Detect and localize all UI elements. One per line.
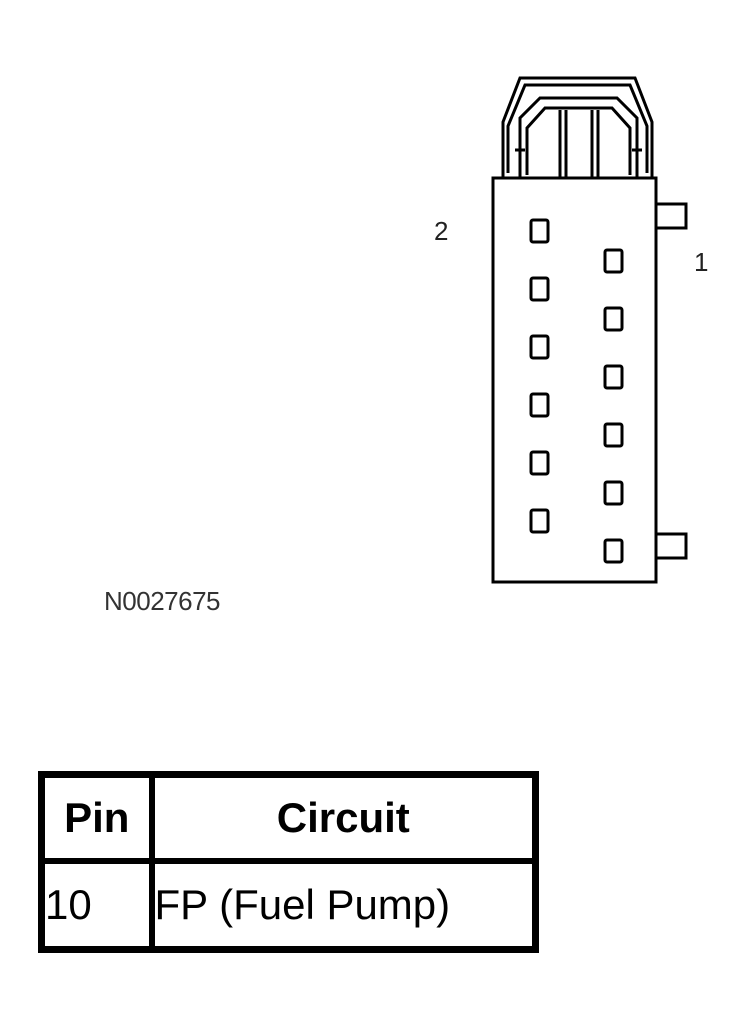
connector-diagram [491, 76, 688, 584]
connector-body [491, 176, 658, 584]
connector-latch [501, 76, 654, 177]
pin-circuit-table: Pin Circuit 10 FP (Fuel Pump) [38, 771, 539, 953]
table-row: 10 FP (Fuel Pump) [38, 858, 539, 953]
connector-tab-top [654, 202, 688, 230]
pin-cavities-left-column [529, 218, 550, 534]
pin-number-label-left: 2 [434, 216, 449, 246]
table-header-row: Pin Circuit [38, 771, 539, 864]
column-header-circuit: Circuit [148, 771, 539, 864]
cell-circuit-name: FP (Fuel Pump) [148, 858, 539, 953]
pin-cavities-right-column [603, 248, 624, 564]
figure-reference-code: N0027675 [104, 586, 221, 616]
cell-pin-number: 10 [38, 858, 155, 953]
column-header-pin: Pin [38, 771, 155, 864]
connector-tab-bottom [654, 532, 688, 560]
pin-number-label-right: 1 [694, 247, 709, 277]
